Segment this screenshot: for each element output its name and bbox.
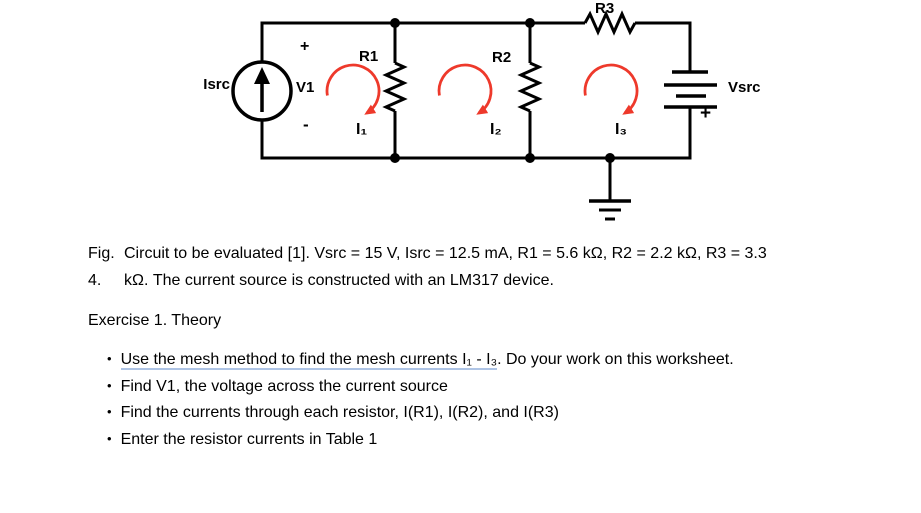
mesh-loop-i2 xyxy=(437,63,493,115)
exercise-bullet-list: • Use the mesh method to find the mesh c… xyxy=(107,350,734,456)
label-v1: V1 xyxy=(296,79,315,96)
bullet-text: Find V1, the voltage across the current … xyxy=(120,377,448,395)
bullet-underlined-text: Use the mesh method to find the mesh cur… xyxy=(120,351,498,370)
bullet-text: Use the mesh method to find the mesh cur… xyxy=(120,351,734,370)
battery-symbol xyxy=(664,70,717,109)
label-r1: R1 xyxy=(359,48,379,65)
ground-symbol xyxy=(589,199,631,221)
label-vsrc: Vsrc xyxy=(728,79,761,96)
label-source-minus: - xyxy=(303,115,309,134)
resistor-r1 xyxy=(382,61,408,113)
figure-caption-line2: kΩ. The current source is constructed wi… xyxy=(124,272,554,289)
resistor-r3 xyxy=(583,10,637,36)
bullet-icon: • xyxy=(107,430,112,446)
mesh-loop-i3 xyxy=(583,63,639,115)
figure-caption-number: Fig. 4. xyxy=(88,245,115,289)
bullet-text: Enter the resistor currents in Table 1 xyxy=(120,430,378,448)
bullet-text: Find the currents through each resistor,… xyxy=(120,404,559,421)
label-r3: R3 xyxy=(595,0,615,17)
junction-dots xyxy=(390,18,615,163)
label-i3: I₃ xyxy=(615,121,627,138)
circuit-diagram xyxy=(231,10,717,221)
bullet-icon: • xyxy=(107,404,112,419)
figure-caption-line1: Circuit to be evaluated [1]. Vsrc = 15 V… xyxy=(124,245,767,262)
label-i2: I₂ xyxy=(490,121,502,138)
current-source-symbol xyxy=(231,60,293,122)
label-battery-plus: + xyxy=(700,103,712,124)
circuit-wires xyxy=(260,21,692,200)
bullet-icon: • xyxy=(107,351,112,366)
label-r2: R2 xyxy=(492,49,512,66)
label-isrc: Isrc xyxy=(203,76,230,93)
bullet-item-mesh-method: • Use the mesh method to find the mesh c… xyxy=(107,350,734,370)
figure-caption: Fig. 4. Circuit to be evaluated [1]. Vsrc… xyxy=(88,240,767,294)
figure-caption-text: Circuit to be evaluated [1]. Vsrc = 15 V… xyxy=(124,240,767,294)
bullet-item-table1: • Enter the resistor currents in Table 1 xyxy=(107,430,734,450)
mesh-loop-arrows xyxy=(325,63,639,115)
bullet-item-find-v1: • Find V1, the voltage across the curren… xyxy=(107,377,734,397)
resistor-r2 xyxy=(517,61,543,113)
bullet-icon: • xyxy=(107,377,112,393)
label-i1: I₁ xyxy=(356,121,368,138)
mesh-loop-i1 xyxy=(325,63,381,115)
bullet-item-resistor-currents: • Find the currents through each resisto… xyxy=(107,403,734,423)
label-source-plus: + xyxy=(300,38,310,55)
up-arrow-icon xyxy=(254,67,270,84)
exercise-heading: Exercise 1. Theory xyxy=(88,312,222,329)
